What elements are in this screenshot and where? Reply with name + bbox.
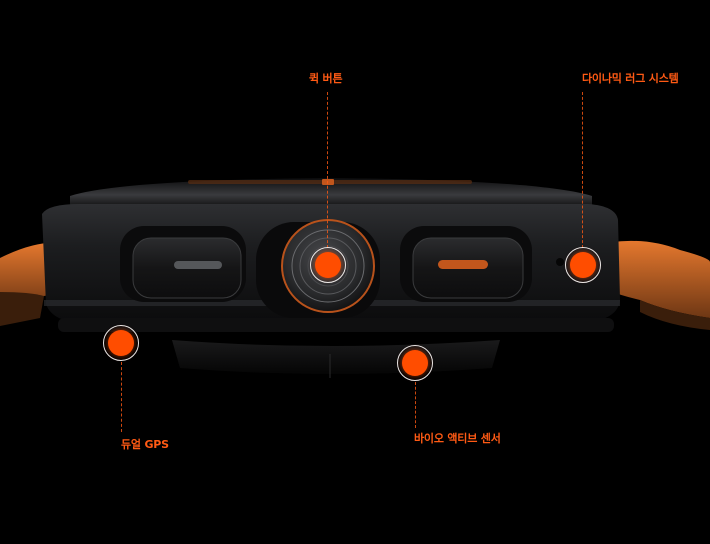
hotspot-dot <box>402 350 428 376</box>
quick-button-leader-line <box>327 92 328 248</box>
hotspot-dot <box>570 252 596 278</box>
dual-gps-label: 듀얼 GPS <box>121 438 169 451</box>
hotspot-dot <box>315 252 341 278</box>
quick-button-label: 퀵 버튼 <box>309 72 343 85</box>
dual-gps-hotspot[interactable] <box>103 325 139 361</box>
dynamic-lug-system-leader-line <box>582 92 583 248</box>
bio-active-sensor-leader-line <box>415 382 416 428</box>
dynamic-lug-system-hotspot[interactable] <box>565 247 601 283</box>
bio-active-sensor-hotspot[interactable] <box>397 345 433 381</box>
bio-active-sensor-label: 바이오 액티브 센서 <box>414 432 501 445</box>
quick-button-hotspot[interactable] <box>310 247 346 283</box>
dynamic-lug-system-label: 다이나믹 러그 시스템 <box>582 72 679 85</box>
hotspot-dot <box>108 330 134 356</box>
dual-gps-leader-line <box>121 362 122 432</box>
